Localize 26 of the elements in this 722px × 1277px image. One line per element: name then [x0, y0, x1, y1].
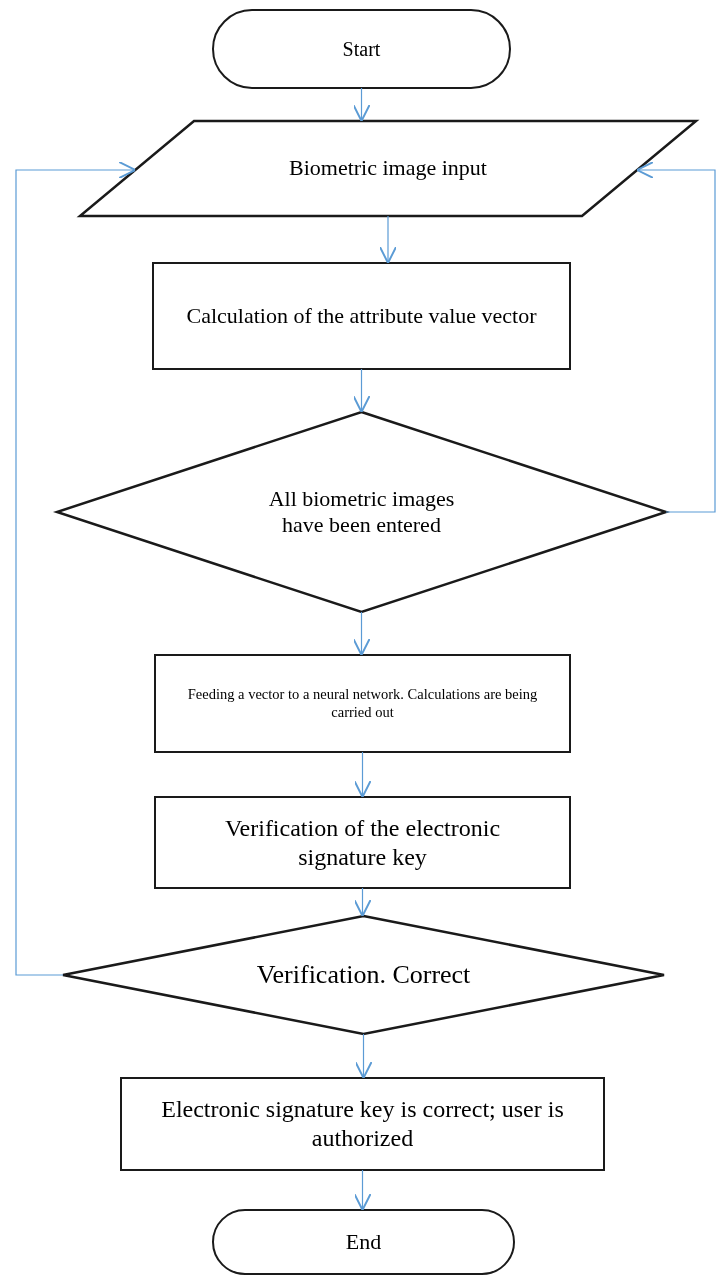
arrow	[353, 751, 372, 798]
arrow	[379, 215, 397, 264]
arrow	[352, 368, 371, 413]
node-text: Verification. Correct	[256, 959, 471, 991]
arrow	[15, 161, 137, 976]
node-text: Calculation of the attribute value vector	[186, 302, 537, 330]
arrow	[352, 87, 371, 122]
node-text: Feeding a vector to a neural network. Calculations are being carried out	[186, 686, 539, 721]
end-terminal	[213, 1210, 514, 1274]
decision-diamond	[63, 916, 664, 1034]
node-text: End	[345, 1228, 382, 1256]
node-text: Electronic signature key is correct; user is authorized	[160, 1095, 565, 1153]
node-text: Verification of the electronic signature key	[223, 813, 502, 872]
node-text: Start	[342, 37, 381, 61]
arrow	[352, 611, 371, 656]
arrow	[353, 887, 372, 917]
start-terminal	[213, 10, 510, 88]
process-box	[155, 655, 570, 752]
process-box	[153, 263, 570, 369]
process-box	[155, 797, 570, 888]
arrow	[636, 161, 716, 513]
process-box	[121, 1078, 604, 1170]
node-text: Biometric image input	[289, 155, 487, 182]
node-text: All biometric images have been entered	[267, 485, 456, 539]
arrow	[354, 1033, 373, 1079]
arrow	[353, 1169, 372, 1211]
